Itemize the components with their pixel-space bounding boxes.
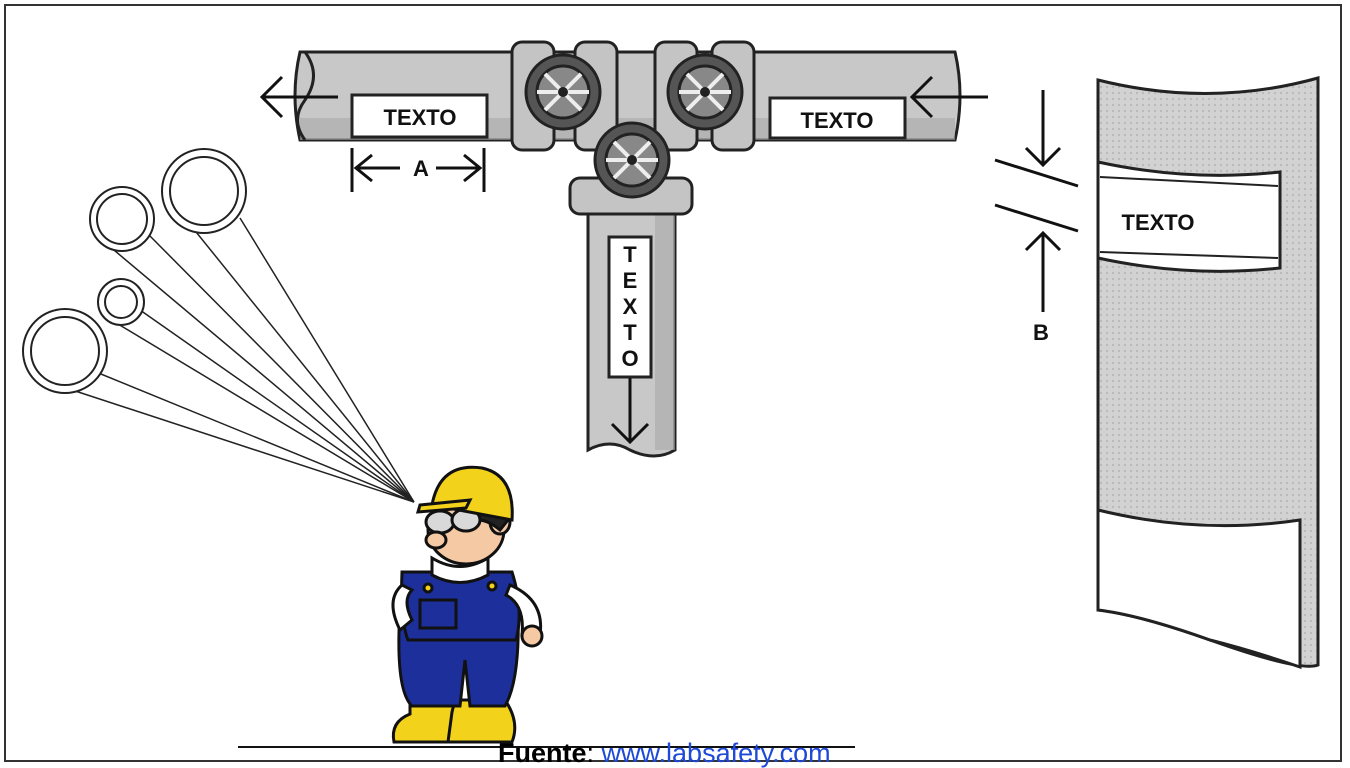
- pipe-label-vertical-letter: E: [623, 268, 638, 293]
- source-prefix: Fuente: [498, 738, 587, 768]
- dimension-a-label: A: [413, 156, 429, 181]
- flow-arrow-right-icon: [909, 75, 988, 119]
- dimension-b: [994, 90, 1079, 312]
- pipe-label-right-text: TEXTO: [801, 108, 874, 133]
- pipe-label-vertical: T E X T O: [607, 235, 653, 379]
- pipe-label-vertical-letter: O: [621, 346, 638, 371]
- flow-arrow-down-icon: [610, 378, 650, 445]
- worker-icon: [391, 465, 544, 744]
- valve-wheel-center-icon: [593, 121, 671, 199]
- pipe-label-vertical-letter: X: [623, 294, 638, 319]
- pipe-label-vertical-letter: T: [623, 242, 637, 267]
- pipe-label-vertical-letter: T: [623, 320, 637, 345]
- source-link[interactable]: www.labsafety.com: [601, 738, 831, 768]
- dimension-b-label: B: [1033, 320, 1049, 345]
- magnifier-ring-small-icon: [97, 278, 145, 326]
- pipe-label-right: TEXTO: [768, 96, 907, 140]
- tank-label-text: TEXTO: [1122, 210, 1195, 235]
- flow-arrow-left-icon: [259, 75, 338, 119]
- source-separator: :: [586, 738, 602, 768]
- sight-lines: [59, 217, 415, 503]
- magnifier-ring-left-icon: [22, 308, 108, 394]
- magnifier-ring-large-icon: [161, 148, 247, 234]
- magnifier-ring-medium-icon: [89, 186, 155, 252]
- dimension-a: [350, 148, 486, 192]
- source-credit: Fuente: www.labsafety.com: [498, 738, 831, 768]
- pipe-label-left: TEXTO: [350, 93, 489, 139]
- valve-wheel-right-icon: [666, 53, 744, 131]
- pipe-label-left-text: TEXTO: [384, 105, 457, 130]
- valve-wheel-left-icon: [524, 53, 602, 131]
- tank: TEXTO: [1096, 76, 1320, 670]
